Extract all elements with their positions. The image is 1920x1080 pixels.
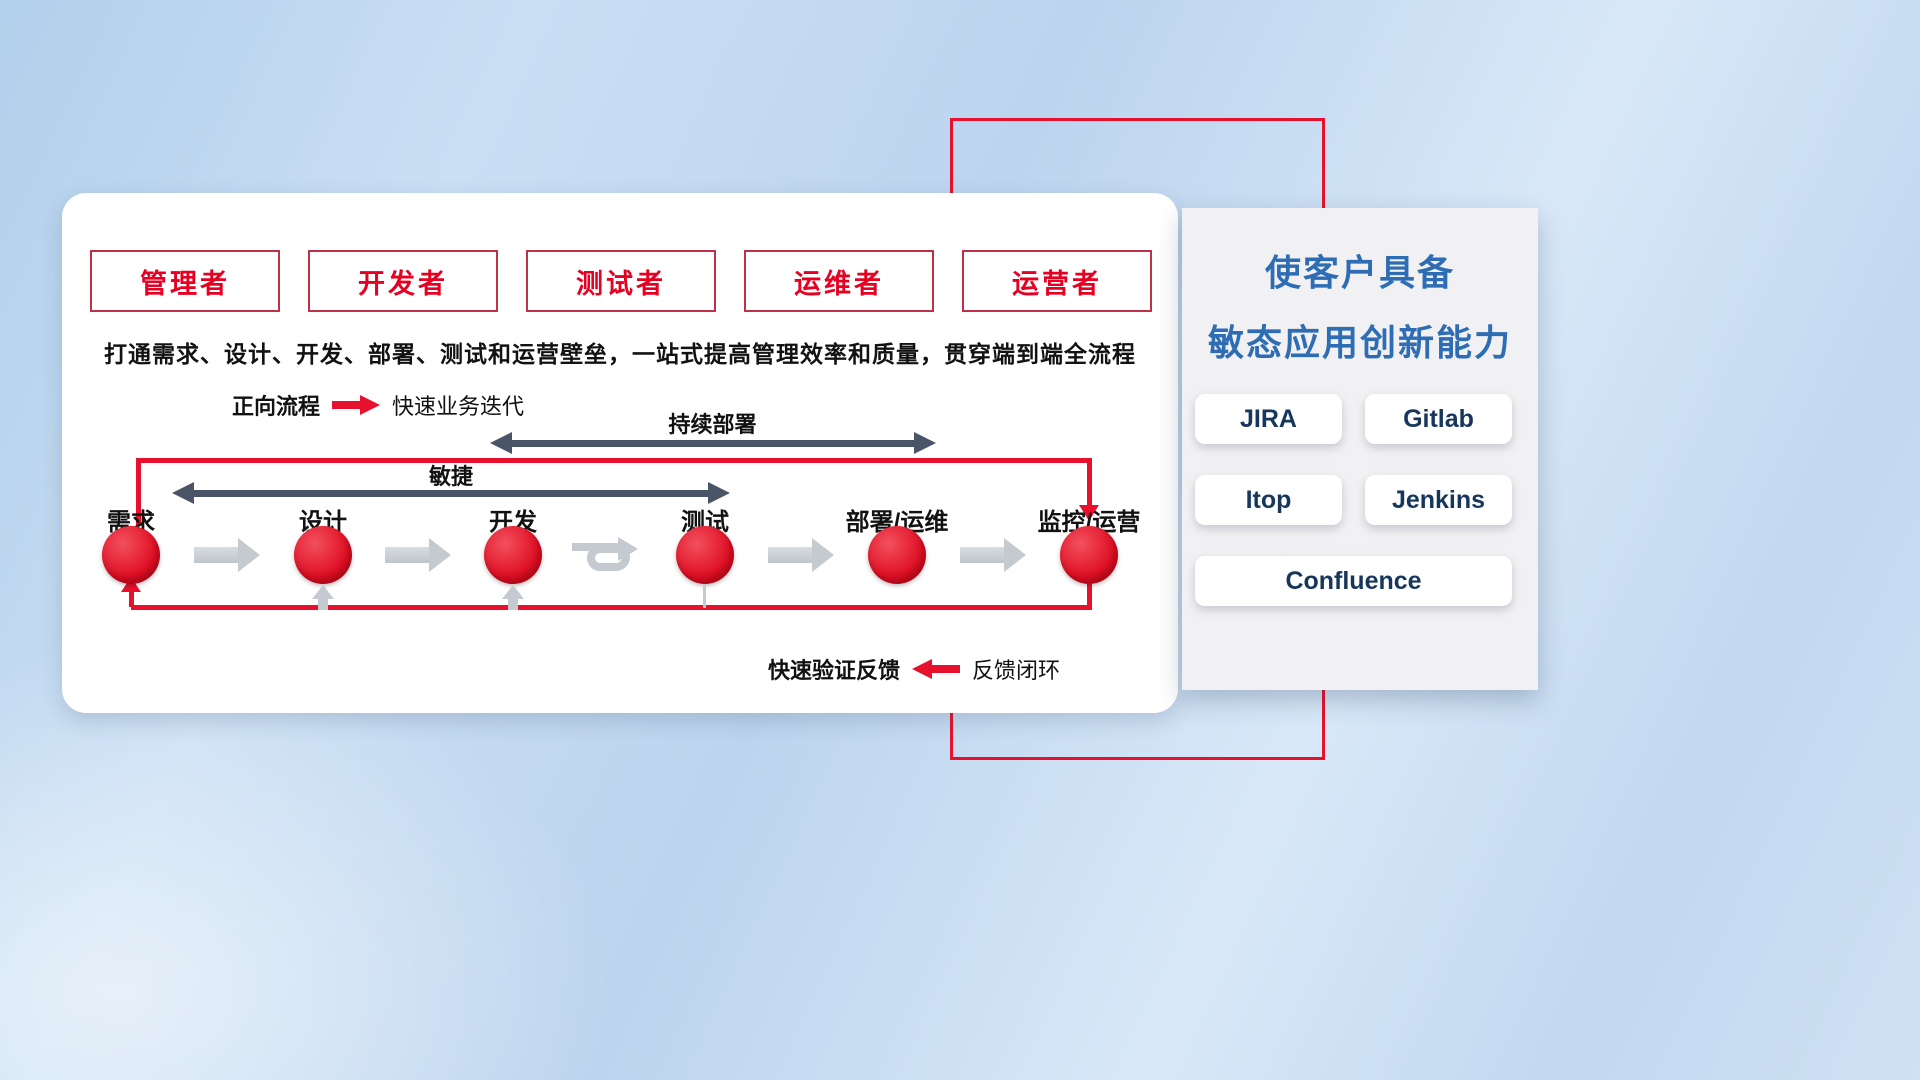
role-box-developer: 开发者	[308, 250, 498, 312]
loop-arrow-icon	[572, 537, 638, 571]
tool-chip-jira: JIRA	[1195, 394, 1342, 444]
forward-legend-label: 正向流程	[232, 394, 321, 419]
role-label: 管理者	[140, 268, 230, 299]
tool-chip-itop: Itop	[1195, 475, 1342, 525]
agile-arrow-icon	[172, 482, 730, 504]
feedback-arrow-icon	[912, 659, 961, 679]
tool-chip-jenkins: Jenkins	[1365, 475, 1512, 525]
devops-flow-card: 管理者 开发者 测试者 运维者 运营者 打通需求、设计、开发、部署、测试和运营壁…	[62, 193, 1178, 713]
agile-label: 敏捷	[428, 464, 473, 489]
forward-legend: 正向流程 快速业务迭代	[232, 389, 524, 421]
role-box-operator: 运营者	[962, 250, 1152, 312]
role-label: 运营者	[1012, 268, 1102, 299]
roles-row: 管理者 开发者 测试者 运维者 运营者	[90, 250, 1152, 312]
feedback-legend: 快速验证反馈 反馈闭环	[768, 653, 1060, 685]
continuous-deploy-arrow-icon	[490, 432, 936, 454]
tool-chip-confluence: Confluence	[1195, 556, 1512, 606]
flow-arrow-icon	[385, 538, 451, 572]
role-label: 运维者	[794, 268, 884, 299]
panel-title-line1: 使客户具备	[1264, 252, 1455, 293]
role-box-tester: 测试者	[526, 250, 716, 312]
role-label: 开发者	[358, 268, 448, 299]
description-text: 打通需求、设计、开发、部署、测试和运营壁垒，一站式提高管理效率和质量，贯穿端到端…	[104, 341, 1136, 367]
flow-arrow-icon	[768, 538, 834, 572]
forward-arrow-icon	[332, 395, 381, 415]
tool-chip-gitlab: Gitlab	[1365, 394, 1512, 444]
stage-circle-requirements	[102, 526, 160, 584]
stage-circle-testing	[676, 526, 734, 584]
role-box-ops: 运维者	[744, 250, 934, 312]
forward-loop-left-segment	[136, 458, 141, 526]
forward-loop-right-segment	[1087, 458, 1092, 505]
forward-loop-arrowhead-icon	[1079, 505, 1099, 521]
feedback-legend-value: 反馈闭环	[972, 658, 1061, 683]
stage-circle-design	[294, 526, 352, 584]
flow-arrow-icon	[960, 538, 1026, 572]
up-arrow-icon	[312, 585, 334, 611]
stage-circle-development	[484, 526, 542, 584]
stage-circle-monitor-operate	[1060, 526, 1118, 584]
stage-circle-deploy-ops	[868, 526, 926, 584]
flow-arrow-icon	[194, 538, 260, 572]
forward-loop-top-segment	[136, 458, 1092, 463]
feedback-loop-left-segment	[129, 591, 134, 607]
feedback-loop-bottom-segment	[131, 605, 1092, 610]
role-box-manager: 管理者	[90, 250, 280, 312]
capability-panel: 使客户具备 敏态应用创新能力 JIRA Gitlab Itop Jenkins …	[1182, 208, 1538, 690]
continuous-deploy-label: 持续部署	[668, 412, 757, 437]
feedback-legend-label: 快速验证反馈	[768, 658, 901, 683]
forward-legend-value: 快速业务迭代	[392, 394, 525, 419]
feedback-loop-right-segment	[1087, 584, 1092, 607]
role-label: 测试者	[576, 268, 666, 299]
feedback-stub-line	[703, 584, 706, 608]
up-arrow-icon	[502, 585, 524, 611]
panel-title-line2: 敏态应用创新能力	[1207, 322, 1512, 363]
